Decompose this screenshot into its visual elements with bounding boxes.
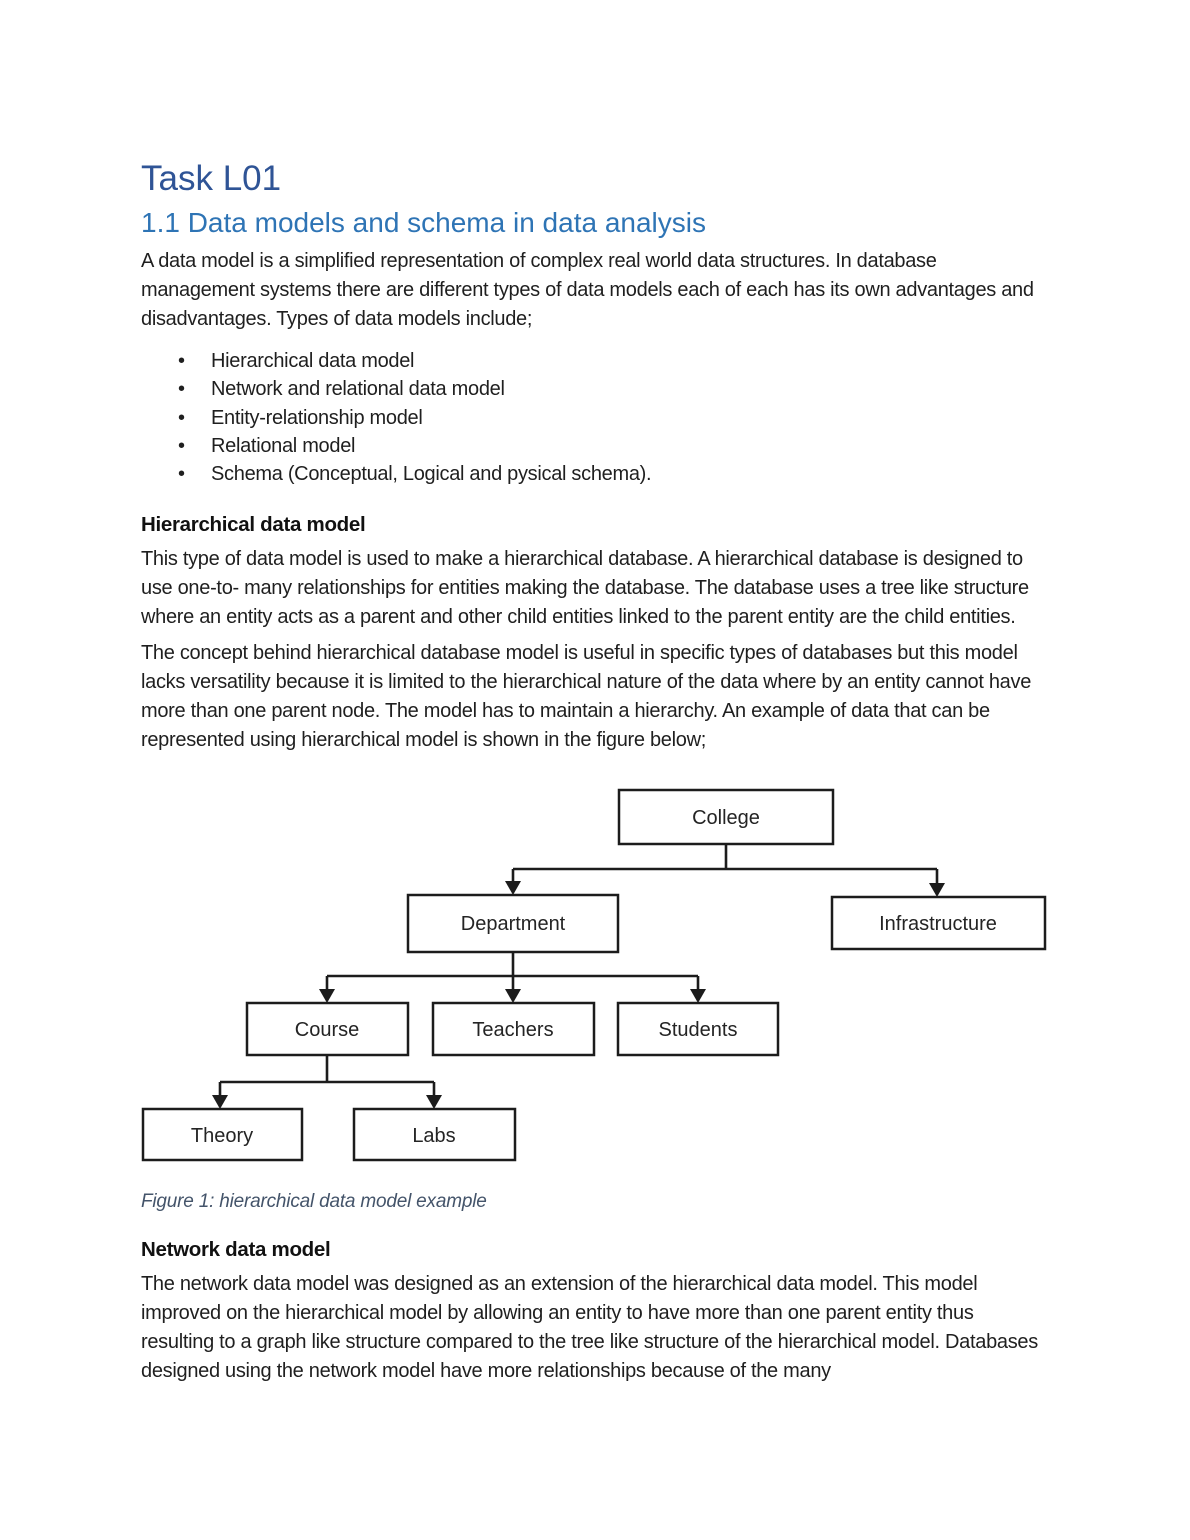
- list-item: Entity-relationship model: [141, 404, 1050, 433]
- figure-caption: Figure 1: hierarchical data model exampl…: [141, 1191, 487, 1213]
- arrowhead-labs: [426, 1095, 442, 1110]
- node-college: College: [617, 788, 835, 846]
- node-students: Students: [616, 1001, 780, 1057]
- hierarchical-paragraph-2: The concept behind hierarchical database…: [141, 642, 1032, 752]
- node-department: Department: [406, 893, 620, 954]
- node-teachers: Teachers: [431, 1001, 596, 1057]
- node-label-college: College: [692, 807, 760, 829]
- intro-paragraph: A data model is a simplified representat…: [141, 250, 1034, 330]
- node-label-course: Course: [295, 1019, 359, 1041]
- page-title: Task L01: [141, 159, 282, 198]
- arrowhead-students: [690, 989, 706, 1004]
- node-theory: Theory: [141, 1107, 304, 1162]
- arrowhead-infrastructure: [929, 883, 945, 898]
- list-item: Relational model: [141, 432, 1050, 461]
- list-item: Network and relational data model: [141, 375, 1050, 404]
- document-content: Task L01 1.1 Data models and schema in d…: [0, 0, 1190, 1386]
- arrowhead-teachers: [505, 989, 521, 1004]
- node-label-department: Department: [461, 913, 566, 935]
- node-label-students: Students: [659, 1019, 738, 1041]
- hierarchical-model-figure: College Department Infrastructure Course…: [141, 767, 1050, 1213]
- list-item: Hierarchical data model: [141, 347, 1050, 376]
- node-label-labs: Labs: [412, 1125, 455, 1147]
- hierarchical-model-heading: Hierarchical data model: [141, 513, 366, 537]
- node-label-theory: Theory: [191, 1125, 253, 1147]
- node-course: Course: [245, 1001, 410, 1057]
- hierarchical-paragraph-1: This type of data model is used to make …: [141, 548, 1029, 629]
- node-label-teachers: Teachers: [472, 1019, 553, 1041]
- node-label-infrastructure: Infrastructure: [879, 913, 997, 935]
- data-model-types-list: Hierarchical data model Network and rela…: [141, 347, 1050, 489]
- list-item: Schema (Conceptual, Logical and pysical …: [141, 460, 1050, 489]
- diagram-edges: [212, 844, 945, 1110]
- network-model-heading: Network data model: [141, 1238, 331, 1262]
- node-labs: Labs: [352, 1107, 517, 1162]
- hierarchy-diagram-image: College Department Infrastructure Course…: [141, 788, 1047, 1162]
- section-heading: 1.1 Data models and schema in data analy…: [141, 207, 706, 238]
- arrowhead-theory: [212, 1095, 228, 1110]
- arrowhead-department: [505, 881, 521, 896]
- node-infrastructure: Infrastructure: [830, 895, 1047, 951]
- arrowhead-course: [319, 989, 335, 1004]
- network-paragraph: The network data model was designed as a…: [141, 1272, 1038, 1382]
